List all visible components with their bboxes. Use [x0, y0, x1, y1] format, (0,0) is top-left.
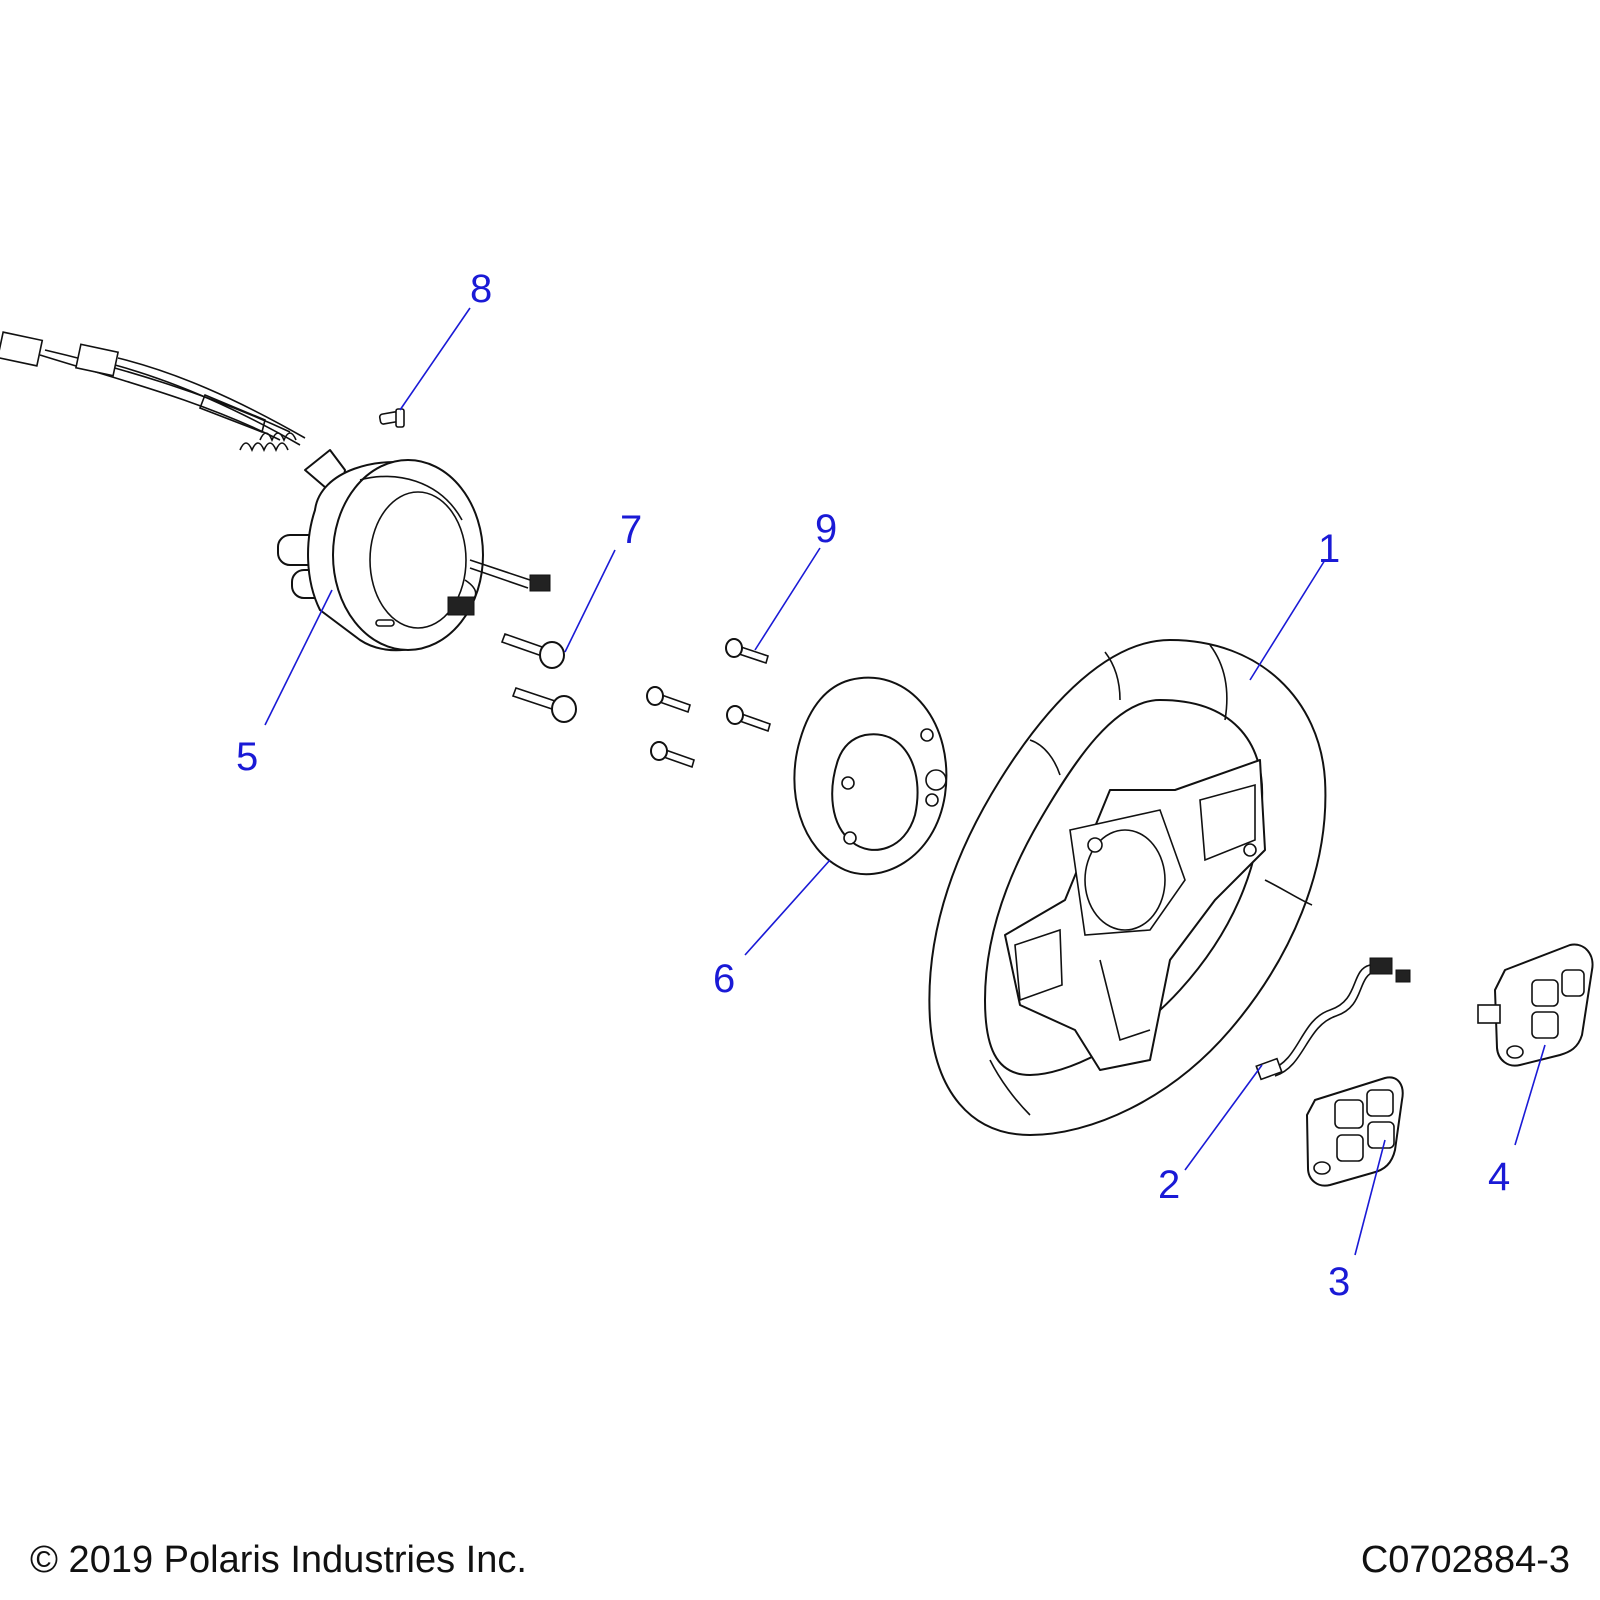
- bolts-part-7: [500, 632, 577, 723]
- copyright-notice: © 2019 Polaris Industries Inc.: [30, 1539, 527, 1581]
- leader-5: [264, 589, 333, 726]
- leader-7: [564, 549, 616, 653]
- leader-3: [1354, 1139, 1386, 1256]
- clock-spring-assembly: [0, 331, 551, 652]
- mounting-plate: [793, 676, 948, 876]
- wire-harness: [1255, 957, 1411, 1081]
- callout-3: 3: [1328, 1260, 1350, 1304]
- callout-4: 4: [1488, 1155, 1510, 1199]
- callout-5: 5: [236, 735, 258, 779]
- callout-7: 7: [620, 508, 642, 552]
- switch-module-right: [1477, 943, 1594, 1067]
- leader-1: [1249, 559, 1326, 681]
- switch-module-left: [1306, 1076, 1404, 1187]
- callout-labels: 1 2 3 4 5 6 7 8 9: [236, 267, 1510, 1304]
- leader-6: [744, 859, 831, 956]
- leader-2: [1184, 1064, 1263, 1171]
- callout-6: 6: [713, 957, 735, 1001]
- leader-lines: [264, 307, 1546, 1256]
- leader-8: [399, 307, 471, 411]
- callout-2: 2: [1158, 1163, 1180, 1207]
- leader-4: [1514, 1044, 1546, 1146]
- screw-part-8: [378, 408, 405, 428]
- drawing-number: C0702884-3: [1360, 1539, 1570, 1581]
- screws-part-9: [646, 638, 771, 769]
- steering-wheel: [928, 639, 1327, 1136]
- callout-9: 9: [815, 507, 837, 551]
- leader-9: [754, 547, 821, 651]
- callout-8: 8: [470, 267, 492, 311]
- callout-1: 1: [1318, 527, 1340, 571]
